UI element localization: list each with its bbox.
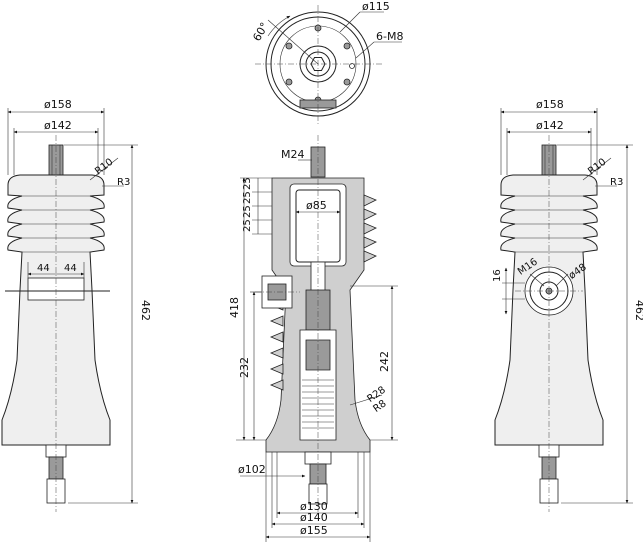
section-pitch-3: 25 xyxy=(242,205,253,218)
section-418-label: 418 xyxy=(228,297,241,318)
section-d102-label: ø102 xyxy=(238,463,266,476)
right-r3-label: R3 xyxy=(610,177,623,188)
left-44b-label: 44 xyxy=(64,263,77,274)
top-view xyxy=(255,5,402,125)
section-pitch-1: 25 xyxy=(242,177,253,190)
right-d142-label: ø142 xyxy=(536,119,564,132)
right-d158-label: ø158 xyxy=(536,98,564,111)
left-44a-label: 44 xyxy=(37,263,50,274)
section-pitch-4: 25 xyxy=(242,219,253,232)
section-d130-label: ø130 xyxy=(300,500,328,513)
section-242-label: 242 xyxy=(378,351,391,372)
left-d158-label: ø158 xyxy=(44,98,72,111)
left-view xyxy=(1,108,138,512)
section-view xyxy=(236,135,398,542)
right-r10-label: R10 xyxy=(586,157,608,178)
left-d142-label: ø142 xyxy=(44,119,72,132)
section-232-label: 232 xyxy=(238,357,251,378)
angle-label: 60° xyxy=(250,20,271,43)
left-height-label: 462 xyxy=(139,300,152,321)
left-r3-label: R3 xyxy=(117,177,130,188)
right-view xyxy=(494,108,633,512)
left-r10-label: R10 xyxy=(93,157,115,178)
section-pitch-2: 25 xyxy=(242,191,253,204)
section-m24-label: M24 xyxy=(281,148,305,161)
diameter-label: ø115 xyxy=(362,0,390,13)
section-d155-label: ø155 xyxy=(300,524,328,537)
right-16-label: 16 xyxy=(492,269,503,282)
right-height-label: 462 xyxy=(633,300,643,321)
section-d140-label: ø140 xyxy=(300,511,328,524)
holes-label: 6-M8 xyxy=(376,30,403,43)
section-d85-label: ø85 xyxy=(306,199,327,212)
